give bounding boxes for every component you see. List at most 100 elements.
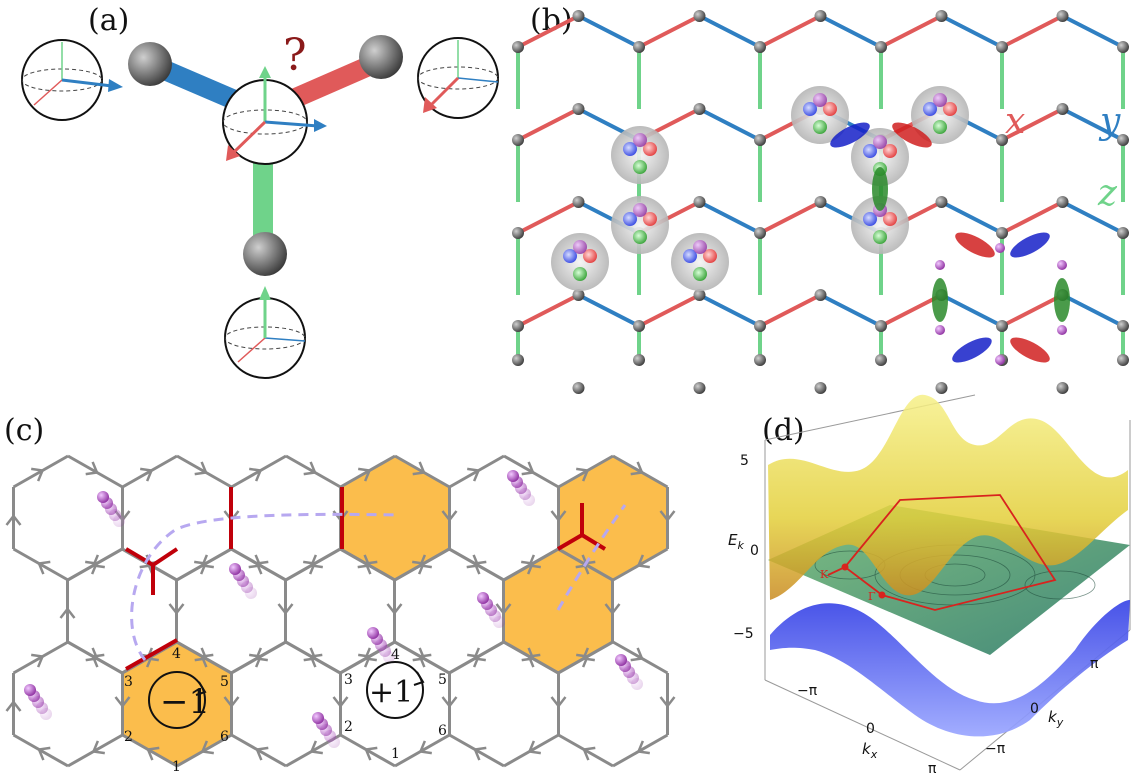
z-tick-minus5: −5 [733, 626, 754, 642]
svg-text:4: 4 [391, 647, 400, 663]
lattice-site [512, 320, 524, 332]
lattice-site [572, 382, 585, 394]
lattice-site [633, 320, 645, 332]
edge-arrow [303, 560, 317, 575]
lattice-site [754, 134, 766, 146]
panel-d-label: (d) [762, 413, 805, 448]
edge-arrow [412, 461, 426, 476]
majorana-fermion [1057, 325, 1067, 335]
edge-arrow [659, 510, 676, 523]
lattice-site [875, 41, 887, 53]
lattice-site [1117, 354, 1129, 366]
z-tick-0: 0 [750, 543, 759, 559]
edge-arrow [521, 560, 535, 575]
lattice-bond [880, 14, 943, 49]
lattice-site [996, 320, 1008, 332]
bond-ellipse [830, 122, 870, 148]
bond-ellipse [1010, 232, 1050, 258]
panel-c: (c) −1 +1 1 2 [4, 413, 676, 775]
edge-arrow [466, 554, 480, 569]
lattice-bond [517, 14, 580, 49]
lattice-site [512, 134, 524, 146]
lattice-bond [638, 14, 701, 49]
lattice-bond [819, 293, 882, 328]
majorana-fermion [935, 260, 945, 270]
fermion-path [556, 504, 627, 611]
fermion-trail [229, 563, 257, 599]
flux-plaquette [340, 456, 450, 580]
edge-arrow [249, 467, 263, 482]
lattice-site [814, 382, 827, 394]
lattice-bond [759, 293, 822, 328]
lattice-site [814, 10, 827, 22]
ky-tick-pi: π [1090, 656, 1099, 672]
ky-axis-label: ky [1048, 708, 1064, 729]
panel-d: (d) K Γ Ek 5 [728, 394, 1131, 777]
lattice-site [693, 382, 706, 394]
majorana-fermion [995, 243, 1005, 253]
z-bond-label: z [1097, 173, 1118, 214]
edge-arrow [357, 554, 371, 569]
edge-arrow [309, 740, 323, 755]
edge-arrow [467, 653, 481, 668]
z-tick-5: 5 [740, 453, 749, 469]
svg-text:1: 1 [391, 746, 400, 762]
edge-arrow [255, 746, 269, 761]
lattice-site [572, 10, 585, 22]
lattice-bond [1061, 200, 1124, 235]
lattice-site [1056, 103, 1069, 115]
edge-arrow [140, 467, 154, 482]
edge-arrow [441, 510, 458, 523]
svg-text:2: 2 [344, 719, 353, 735]
x-bond-label: x [1005, 101, 1025, 142]
lattice-bond [698, 293, 761, 328]
majorana-site [671, 233, 729, 291]
edge-arrow [194, 647, 208, 662]
svg-text:Γ: Γ [868, 590, 876, 603]
lattice-site [754, 41, 766, 53]
kx-axis-label: kx [862, 740, 878, 761]
majorana-site [851, 196, 909, 254]
lattice-site [996, 227, 1008, 239]
lower-band-surface [770, 600, 1130, 737]
fermion-trails [24, 470, 643, 748]
bond-ellipse [892, 122, 932, 148]
y-bond-label: y [1098, 101, 1121, 142]
fermion-trail [97, 491, 125, 527]
svg-text:6: 6 [220, 729, 229, 745]
lattice-site [875, 320, 887, 332]
edge-arrow [441, 696, 458, 709]
string-operator [124, 487, 607, 671]
edge-arrow [85, 647, 99, 662]
edge-arrow [576, 653, 590, 668]
svg-text:6: 6 [438, 723, 447, 739]
site-ball [243, 232, 287, 276]
lattice-site [1117, 41, 1129, 53]
edge-arrow [248, 554, 262, 569]
flux-plaquette [122, 642, 232, 766]
majorana-site [791, 86, 849, 144]
bond-ellipse [932, 278, 948, 322]
edge-arrow [521, 647, 535, 662]
lattice-site [1056, 196, 1069, 208]
edge-arrow [521, 461, 535, 476]
lattice-bond [940, 200, 1003, 235]
lattice-bond [517, 107, 580, 142]
lattice-site [572, 103, 585, 115]
lattice-site [512, 41, 524, 53]
lattice-bond [1001, 14, 1064, 49]
fermion-trail [312, 712, 340, 748]
kx-tick-pi: π [928, 761, 937, 777]
lattice-bond [638, 293, 701, 328]
edge-arrow [636, 554, 650, 569]
lattice-site [814, 196, 827, 208]
edge-arrow [358, 653, 372, 668]
edge-arrow [223, 696, 240, 709]
bond-ellipse [952, 337, 992, 363]
central-spin-sphere [222, 66, 327, 165]
lattice-bond [1001, 200, 1064, 235]
panel-a: (a) ? [21, 3, 499, 379]
edge-arrow [527, 740, 541, 755]
